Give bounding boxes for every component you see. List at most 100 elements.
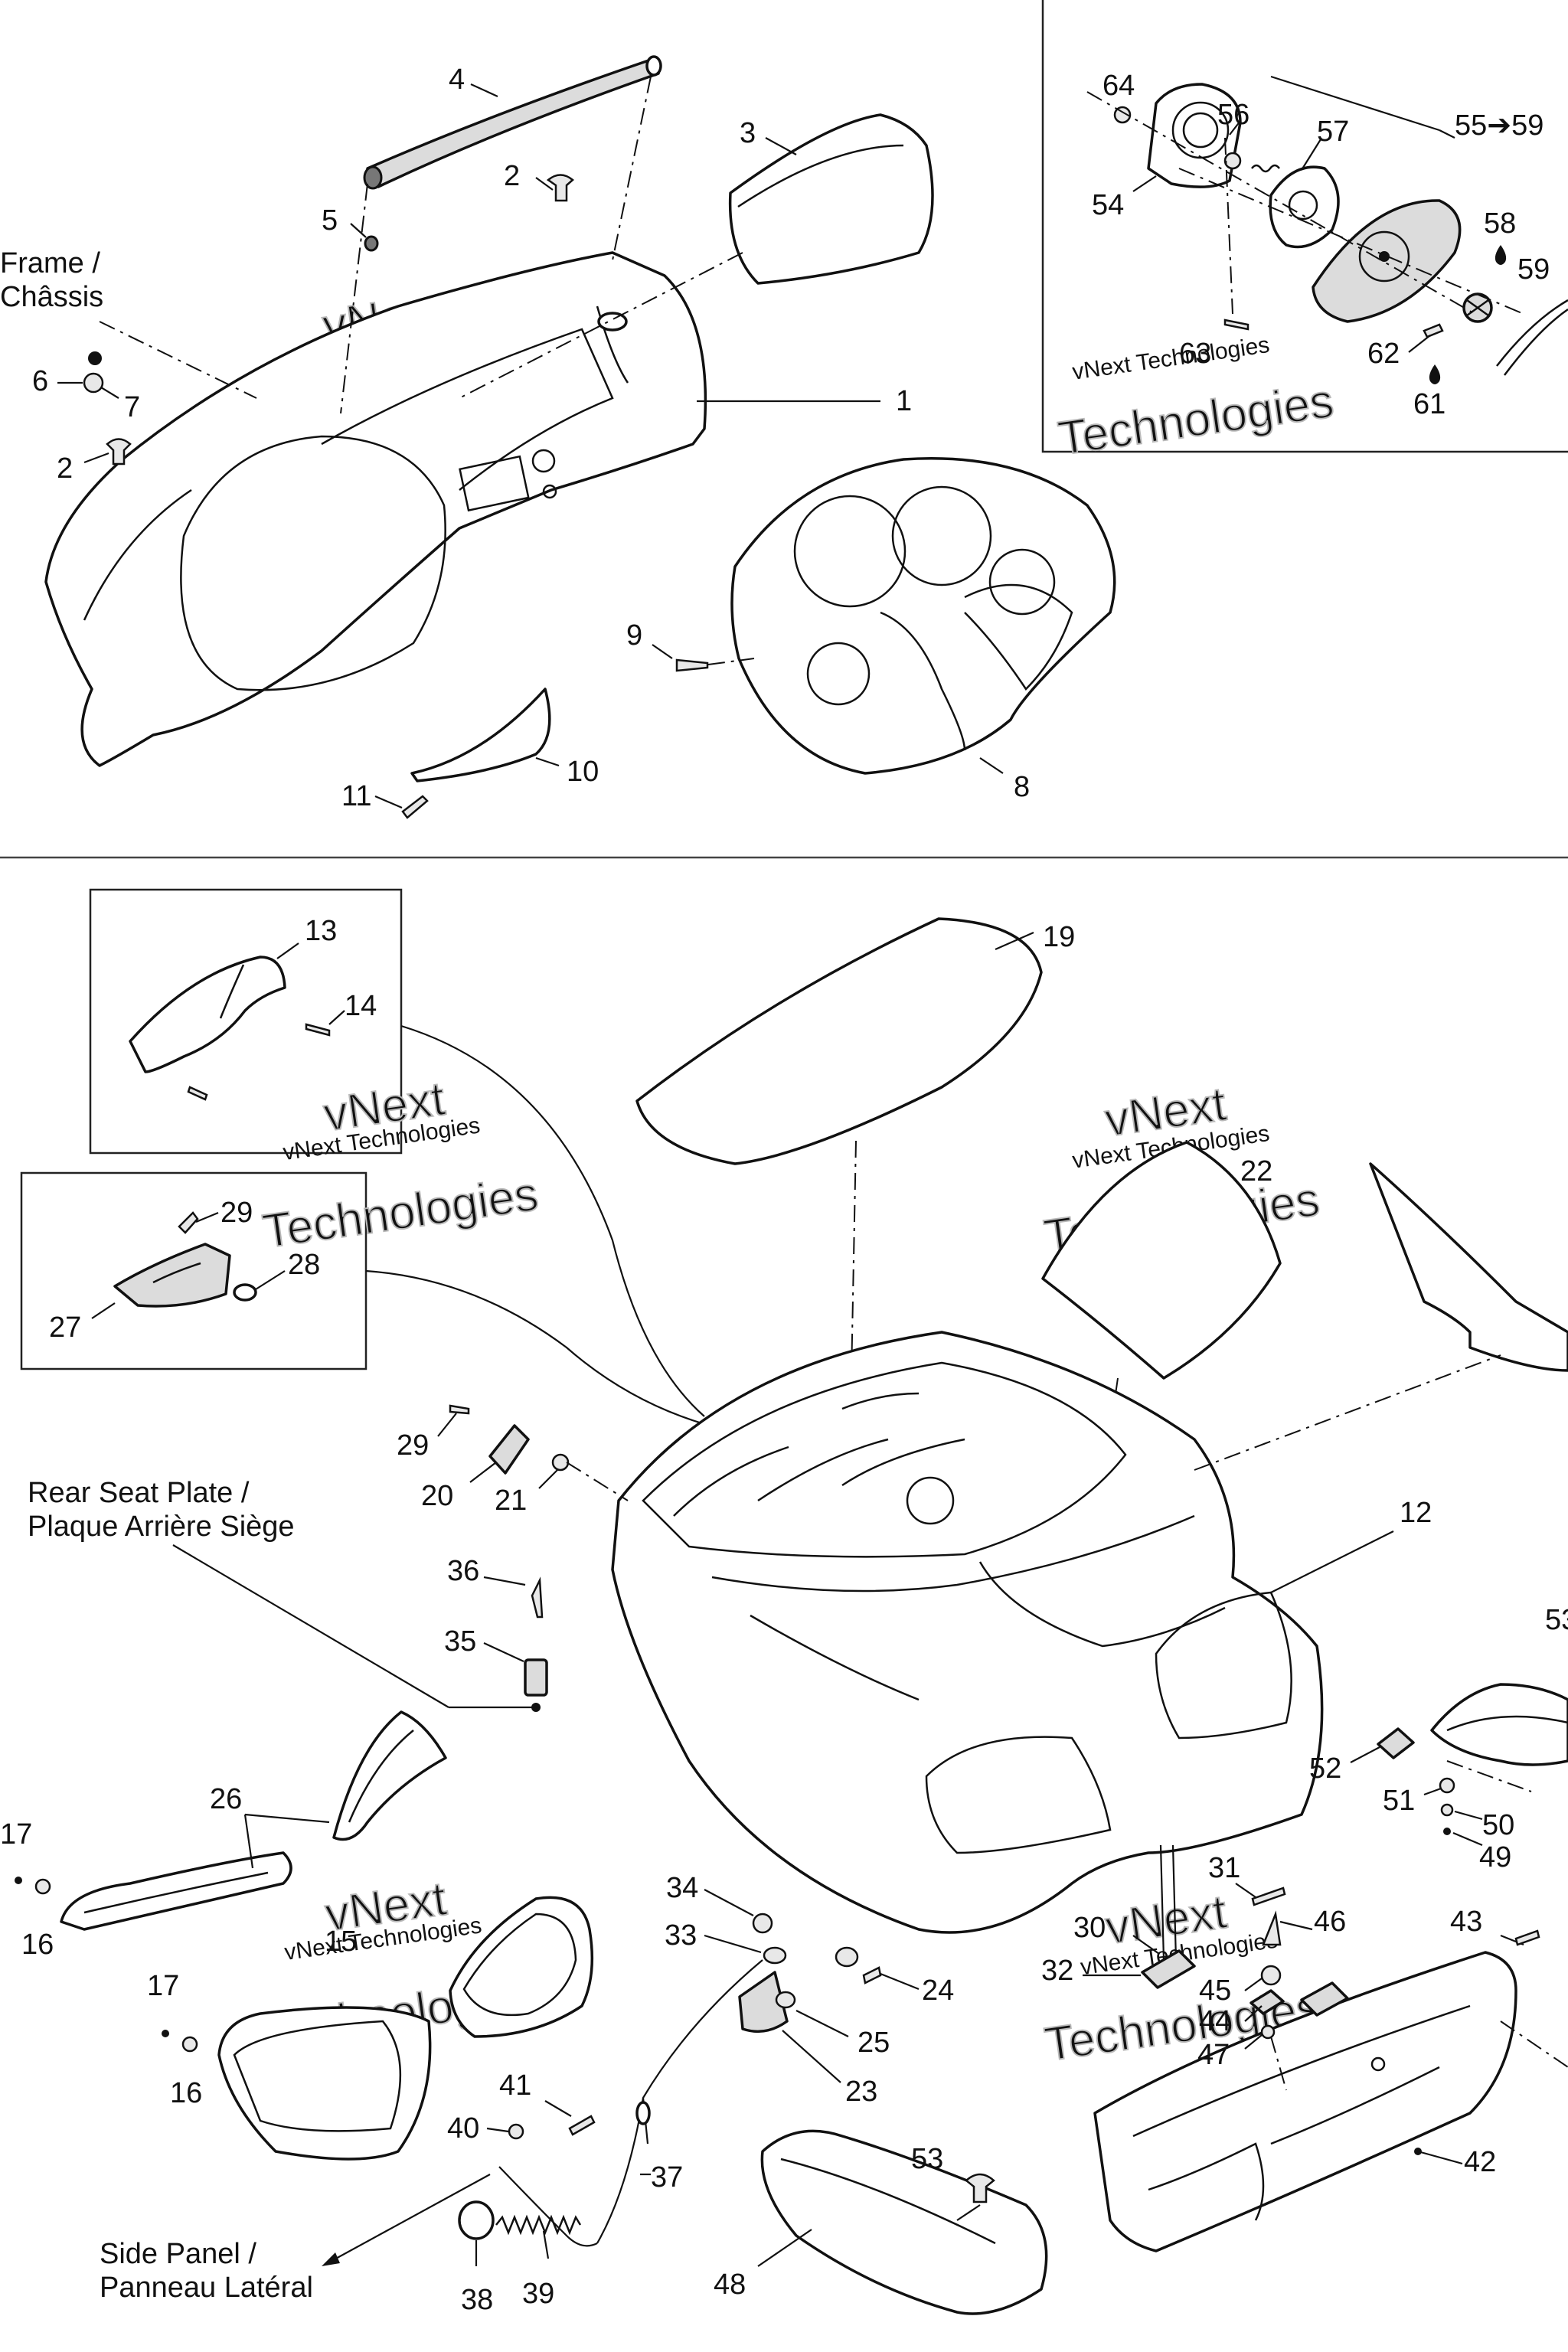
- leader-27: [91, 1302, 116, 1319]
- part-12-rear-body: [611, 1331, 1324, 1934]
- callout-25: 25: [858, 2027, 890, 2059]
- callout-17b: 17: [147, 1970, 179, 2002]
- callout-2a: 2: [504, 160, 520, 192]
- callout-52: 52: [1309, 1753, 1341, 1785]
- callout-32: 32: [1041, 1955, 1073, 1987]
- callout-36: 36: [447, 1555, 479, 1587]
- callout-61: 61: [1413, 388, 1446, 420]
- callout-10: 10: [567, 756, 599, 788]
- leader-45: [1244, 1978, 1263, 1991]
- callout-54: 54: [1092, 189, 1124, 221]
- callout-35: 35: [444, 1625, 476, 1658]
- leader-57: [1301, 139, 1321, 171]
- part-26-vent-louver: [60, 1710, 447, 1931]
- part-4-grab-handle: [363, 55, 662, 190]
- dash-line-handle-right: [612, 76, 652, 261]
- leader-52: [1350, 1746, 1380, 1763]
- callout-21: 21: [495, 1485, 527, 1517]
- leader-13: [276, 942, 299, 959]
- callout-58: 58: [1484, 207, 1516, 240]
- leader-36: [483, 1576, 526, 1586]
- part-54-speaker-housing: [1147, 83, 1242, 188]
- watermark-middle-left: vNext Technologies vNext Technologies: [259, 1072, 542, 1259]
- part-3-glovebox-cover: [728, 113, 934, 285]
- leader-11: [374, 795, 403, 809]
- callout-47: 47: [1197, 2039, 1230, 2071]
- part-23-latch-bracket: [738, 1913, 882, 2034]
- latch-assembly-30-47: [1141, 1844, 1349, 2040]
- leader-9: [652, 644, 673, 659]
- callout-17a: 17: [0, 1818, 32, 1851]
- leader-2a: [535, 177, 554, 191]
- leader-21: [538, 1469, 558, 1489]
- speaker-fasteners: [1113, 106, 1507, 384]
- callout-63: 63: [1179, 338, 1211, 370]
- part-37-release-cable: [498, 1959, 763, 2247]
- leader-44: [1244, 2005, 1263, 2022]
- callout-30: 30: [1073, 1912, 1106, 1944]
- callout-64: 64: [1102, 70, 1135, 102]
- callout-4: 4: [449, 64, 465, 96]
- callout-22: 22: [1240, 1155, 1272, 1187]
- dash-line-speaker-axis: [1086, 91, 1478, 316]
- callout-48: 48: [714, 2269, 746, 2301]
- leader-26b: [243, 1814, 254, 1869]
- leader-30: [1132, 1935, 1160, 1955]
- callout-39: 39: [522, 2278, 554, 2310]
- callout-9: 9: [626, 619, 642, 652]
- callout-33: 33: [665, 1919, 697, 1952]
- dash-line-right-panel: [1194, 1354, 1501, 1471]
- part-40-41-fasteners: [508, 2115, 596, 2140]
- caption-side-panel-en: Side Panel /: [100, 2238, 256, 2270]
- leader-26: [244, 1813, 330, 1824]
- leader-54: [1132, 175, 1157, 192]
- leader-19: [995, 931, 1034, 951]
- callout-46: 46: [1314, 1906, 1346, 1938]
- callout-62: 62: [1367, 338, 1400, 370]
- leader-8: [979, 757, 1004, 774]
- callout-49: 49: [1479, 1841, 1511, 1873]
- callout-34: 34: [666, 1872, 698, 1904]
- leader-12: [1270, 1530, 1394, 1593]
- inset-frame-part-13: [89, 888, 403, 1155]
- callout-57: 57: [1317, 116, 1349, 148]
- part-38-pull-ring: [458, 2200, 495, 2240]
- callout-27: 27: [49, 1312, 81, 1344]
- leader-7: [100, 387, 119, 399]
- callout-41: 41: [499, 2069, 531, 2102]
- caption-rear-seat-fr: Plaque Arrière Siège: [28, 1511, 295, 1543]
- leader-53a: [956, 2204, 981, 2221]
- leader-4: [470, 83, 498, 98]
- leader-50: [1454, 1810, 1483, 1821]
- callout-50: 50: [1482, 1809, 1514, 1841]
- callout-45: 45: [1199, 1975, 1231, 2007]
- part-57-speaker-adapter: [1269, 165, 1340, 249]
- arrow-side-panel: [324, 2174, 491, 2265]
- leader-23: [782, 2030, 841, 2083]
- callout-5: 5: [322, 204, 338, 237]
- callout-13: 13: [305, 915, 337, 947]
- leader-33: [704, 1934, 762, 1954]
- leader-5: [350, 223, 367, 238]
- caption-rear-seat-en: Rear Seat Plate /: [28, 1477, 250, 1509]
- svg-text:Technologies: Technologies: [260, 1168, 541, 1259]
- svg-text:vNext: vNext: [322, 1873, 450, 1942]
- leader-curve-13: [400, 1024, 705, 1417]
- callout-3: 3: [740, 117, 756, 149]
- part-43-screw: [1514, 1929, 1540, 1946]
- callout-53a: 53: [911, 2143, 943, 2175]
- callout-16a: 16: [21, 1929, 54, 1961]
- part-20-bracket: [449, 1404, 570, 1475]
- fasteners-16-17: [15, 1877, 198, 2053]
- part-35-spacer: [524, 1576, 548, 1712]
- leader-10: [535, 756, 560, 767]
- callout-15: 15: [325, 1926, 357, 1958]
- leader-29a: [195, 1211, 219, 1223]
- callout-7: 7: [124, 391, 140, 423]
- leader-2b: [83, 452, 109, 464]
- part-13-cover: [129, 956, 331, 1101]
- callout-24: 24: [922, 1975, 954, 2007]
- leader-47: [1244, 2034, 1263, 2050]
- fasteners-top-section: [83, 174, 709, 819]
- callout-28: 28: [288, 1249, 320, 1281]
